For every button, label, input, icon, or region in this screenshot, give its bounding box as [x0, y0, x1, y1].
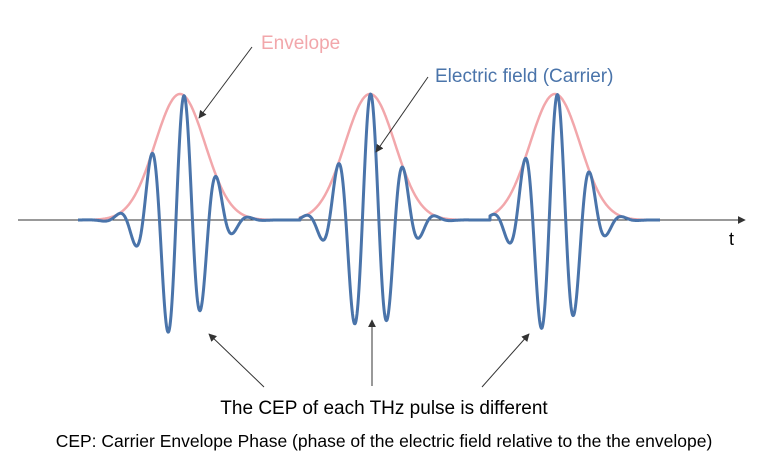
- carrier-wave: [77, 92, 661, 334]
- carrier-arrow: [375, 76, 429, 153]
- cep-arrow-left: [208, 333, 265, 388]
- time-axis-label: t: [729, 229, 734, 249]
- cep-definition: CEP: Carrier Envelope Phase (phase of th…: [56, 431, 713, 451]
- cep-caption: The CEP of each THz pulse is different: [220, 398, 548, 419]
- pulse-train: [77, 92, 661, 334]
- carrier-label: Electric field (Carrier): [435, 66, 613, 87]
- envelope-arrow: [198, 46, 253, 119]
- cep-arrow-right: [481, 333, 530, 388]
- envelope-label: Envelope: [261, 33, 340, 54]
